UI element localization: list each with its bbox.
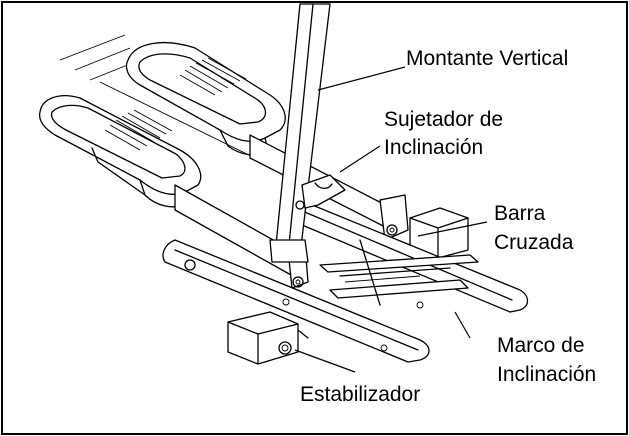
- front-stabilizer-block: [227, 311, 309, 365]
- label-incline-frame-line1: Marco de: [497, 334, 585, 357]
- label-crossbar-line1: Barra: [494, 202, 546, 225]
- leader-lines: [294, 66, 488, 373]
- upright-post: [269, 3, 331, 263]
- incline-frame: [162, 199, 529, 363]
- rear-pedal: [125, 42, 286, 156]
- label-incline-frame-line2: Inclinación: [497, 363, 596, 386]
- incline-fastener: [295, 174, 346, 210]
- label-stabilizer: Estabilizador: [300, 383, 420, 406]
- label-incline-fastener-line2: Inclinación: [384, 136, 483, 159]
- label-upright: Montante Vertical: [406, 47, 568, 70]
- label-incline-fastener-line1: Sujetador de: [384, 108, 503, 131]
- crossbar: [319, 239, 479, 306]
- label-crossbar-line2: Cruzada: [494, 231, 574, 254]
